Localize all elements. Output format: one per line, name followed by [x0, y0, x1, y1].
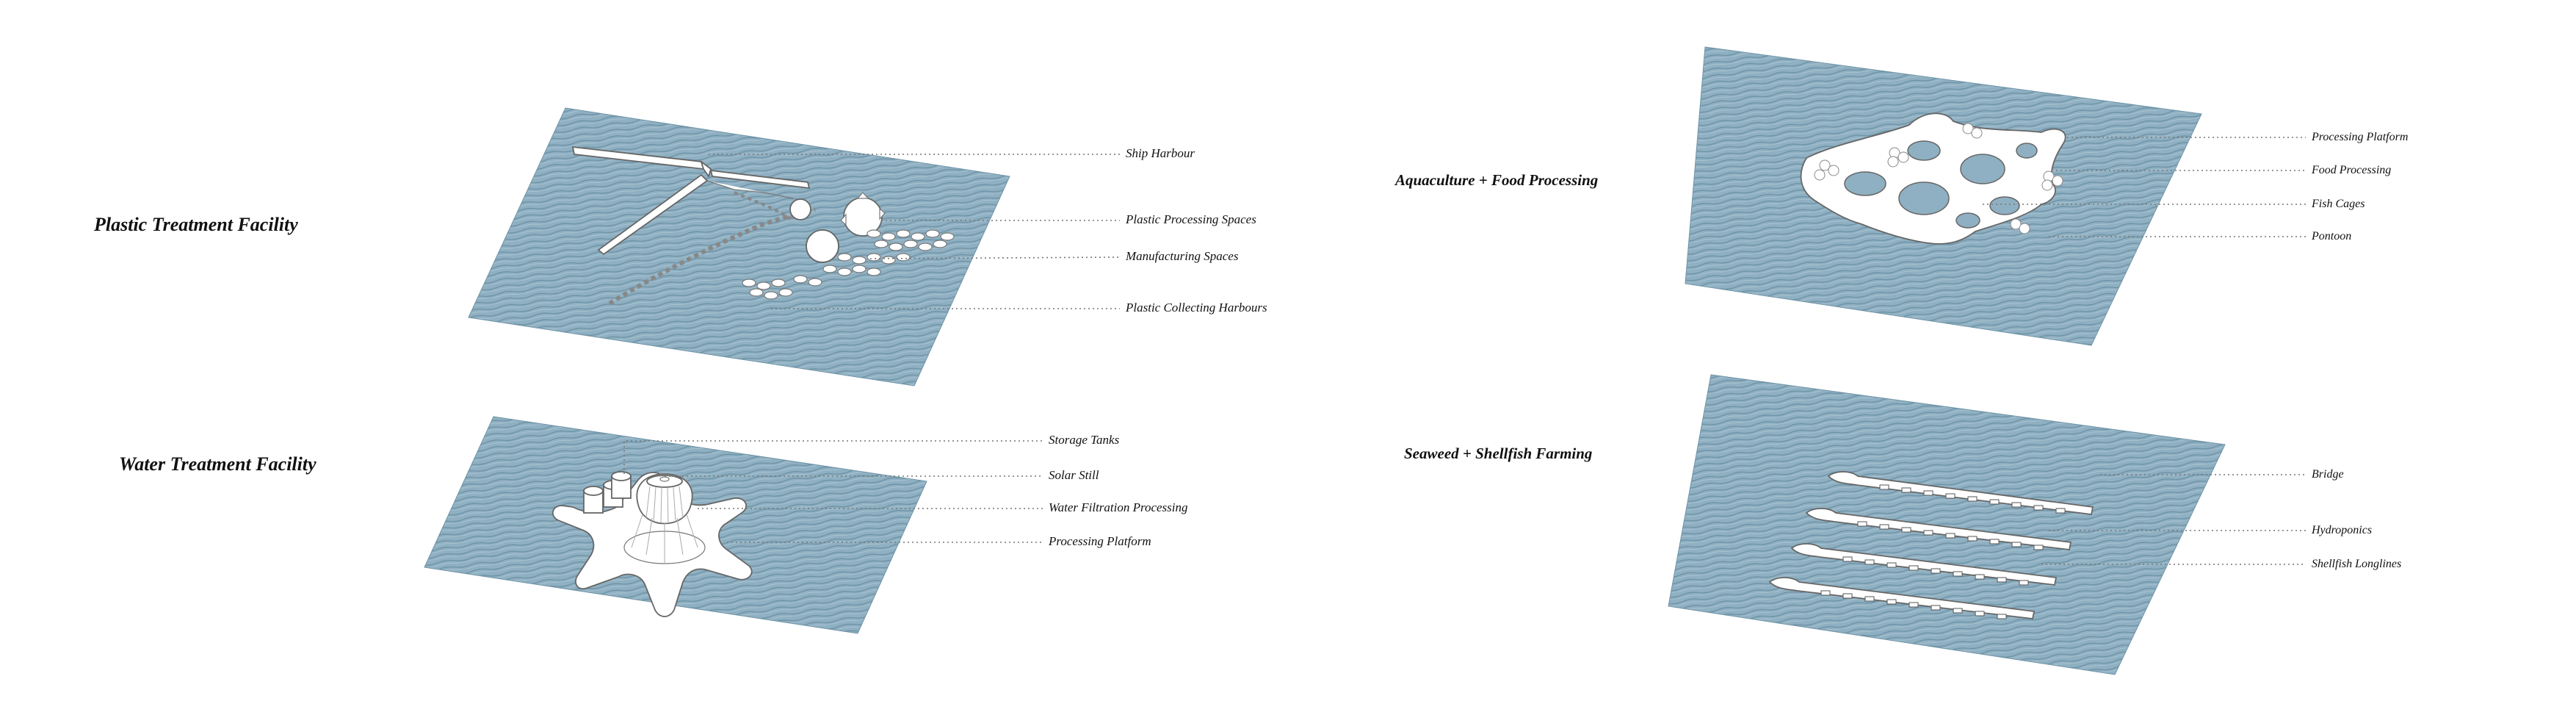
water-plate: [468, 107, 1010, 387]
label-shellfish-longlines: Shellfish Longlines: [2312, 558, 2401, 570]
panel-plastic-treatment: Plastic Treatment Facility: [93, 107, 1267, 387]
label-food-processing: Food Processing: [2311, 164, 2391, 176]
panel-title: Aquaculture + Food Processing: [1394, 171, 1598, 189]
manufacturing-cluster: [742, 229, 955, 300]
label-hydroponics: Hydroponics: [2311, 524, 2372, 536]
label-manufacturing-spaces: Manufacturing Spaces: [1125, 249, 1239, 263]
solar-still-structure: [623, 473, 706, 564]
label-plastic-processing-spaces: Plastic Processing Spaces: [1125, 212, 1256, 226]
panel-title: Seaweed + Shellfish Farming: [1404, 445, 1592, 462]
panel-water-treatment: Water Treatment Facility Storage Tanks: [119, 416, 1188, 634]
storage-tanks: [583, 471, 632, 514]
panel-aquaculture: Aquaculture + Food Processing Processing…: [1394, 46, 2408, 346]
leader-manufacturing: [869, 256, 1121, 259]
label-plastic-collecting-harbours: Plastic Collecting Harbours: [1125, 301, 1267, 315]
label-processing-platform: Processing Platform: [2311, 131, 2408, 143]
label-pontoon: Pontoon: [2311, 230, 2351, 242]
collecting-harbour-path: [608, 191, 816, 306]
label-water-filtration-processing: Water Filtration Processing: [1049, 500, 1188, 514]
processing-hubs: [789, 192, 886, 263]
panel-title: Plastic Treatment Facility: [93, 214, 298, 235]
hydroponic-blocks: [1820, 484, 2066, 619]
fish-cage-clusters: [1814, 123, 2063, 234]
label-processing-platform: Processing Platform: [1048, 534, 1151, 548]
label-solar-still: Solar Still: [1049, 468, 1099, 482]
panel-seaweed: Seaweed + Shellfish Farming Bridge Hydro…: [1404, 374, 2401, 675]
water-plate: [1668, 374, 2226, 675]
aquaculture-platform-structure: [1800, 112, 2066, 245]
label-bridge: Bridge: [2312, 468, 2344, 481]
longline-rows: [1768, 471, 2094, 619]
label-storage-tanks: Storage Tanks: [1049, 433, 1120, 447]
label-fish-cages: Fish Cages: [2311, 198, 2365, 210]
label-ship-harbour: Ship Harbour: [1126, 146, 1195, 160]
panel-title: Water Treatment Facility: [119, 453, 316, 475]
ship-harbour-structure: [571, 145, 811, 256]
